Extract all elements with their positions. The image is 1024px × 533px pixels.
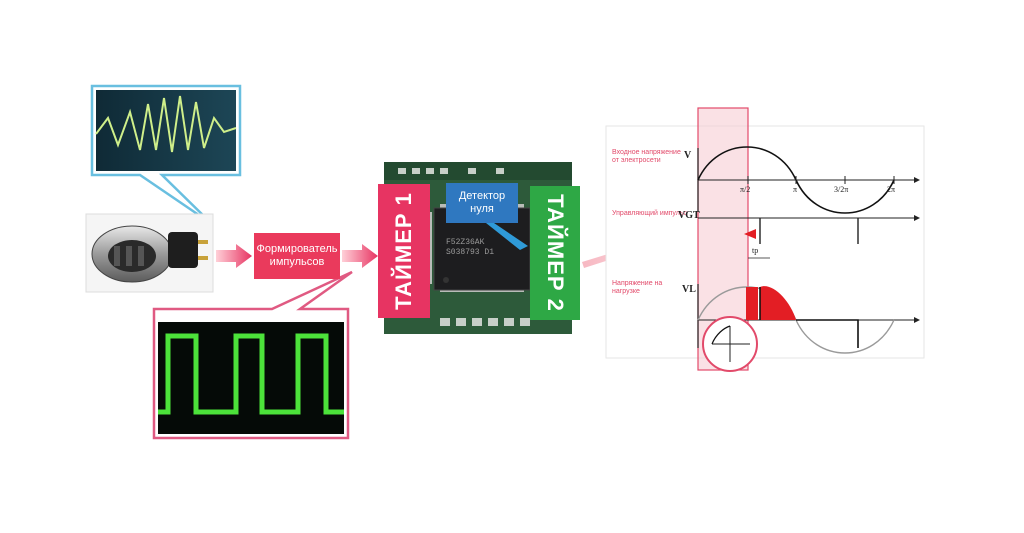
vl-axis-label: VL — [682, 284, 696, 295]
arrow-shaper-to-timer1 — [342, 244, 378, 268]
chip-marking-line: S038793 D1 — [446, 248, 495, 257]
sensor-slot — [126, 246, 132, 266]
sensor-slot — [138, 246, 144, 266]
axis-arrow — [914, 177, 920, 183]
timer2-label: ТАЙМЕР 2 — [543, 194, 568, 312]
tick-label-three-half-pi: 3/2π — [834, 185, 849, 194]
zero-detector-label: Детектор нуля — [458, 190, 506, 215]
vgt-axis-label: VGT — [678, 210, 700, 221]
axis-arrow — [914, 215, 920, 221]
zero-detector-block: Детектор нуля — [446, 183, 518, 223]
board-pads — [398, 168, 530, 326]
board-edge — [384, 162, 572, 180]
timer1-label: ТАЙМЕР 1 — [391, 192, 416, 310]
load-negative-part — [796, 319, 859, 348]
scope-screen — [96, 90, 236, 171]
timer2-block: ТАЙМЕР 2 — [530, 186, 580, 320]
pulse-shaper-block: Формирователь импульсов — [254, 233, 340, 279]
waveform-panel — [605, 107, 925, 372]
control-pulse-annotation: Управляющий импульс — [612, 210, 688, 217]
red-marker-arrow — [744, 229, 756, 239]
chip-marking-line: F52Z36AK — [446, 238, 485, 247]
square-waveform — [158, 333, 344, 415]
load-highlight-area — [746, 287, 758, 320]
tick-label-two-pi: 2π — [887, 185, 896, 194]
tick-label-pi-half: π/2 — [740, 185, 751, 194]
burst-waveform — [95, 95, 237, 153]
magnifier-curve — [711, 325, 731, 345]
timer1-block: ТАЙМЕР 1 — [378, 184, 430, 318]
chip-pin1-dot — [443, 277, 449, 283]
current-sensor-image — [85, 213, 214, 293]
scope-screen — [158, 322, 344, 434]
pulse-shaper-label: Формирователь импульсов — [256, 243, 338, 268]
chip-marking: F52Z36AK S038793 D1 — [446, 238, 520, 258]
oscilloscope-square-bubble — [152, 270, 353, 440]
axis-arrow — [914, 317, 920, 323]
v-axis-label: V — [684, 150, 692, 161]
sensor-pin — [198, 240, 208, 244]
arrow-sensor-to-shaper — [216, 244, 252, 268]
input-voltage-annotation: Входное напряжение от электросети — [612, 149, 681, 164]
tick-label-pi: π — [793, 185, 798, 194]
sensor-slot — [114, 246, 120, 266]
load-conduction-area — [760, 286, 796, 320]
sensor-pin — [198, 256, 208, 260]
load-voltage-annotation: Напряжение на нагрузке — [612, 280, 663, 295]
sensor-connector — [168, 232, 198, 268]
tp-label: tp — [752, 246, 759, 255]
oscilloscope-burst-bubble — [90, 84, 242, 226]
